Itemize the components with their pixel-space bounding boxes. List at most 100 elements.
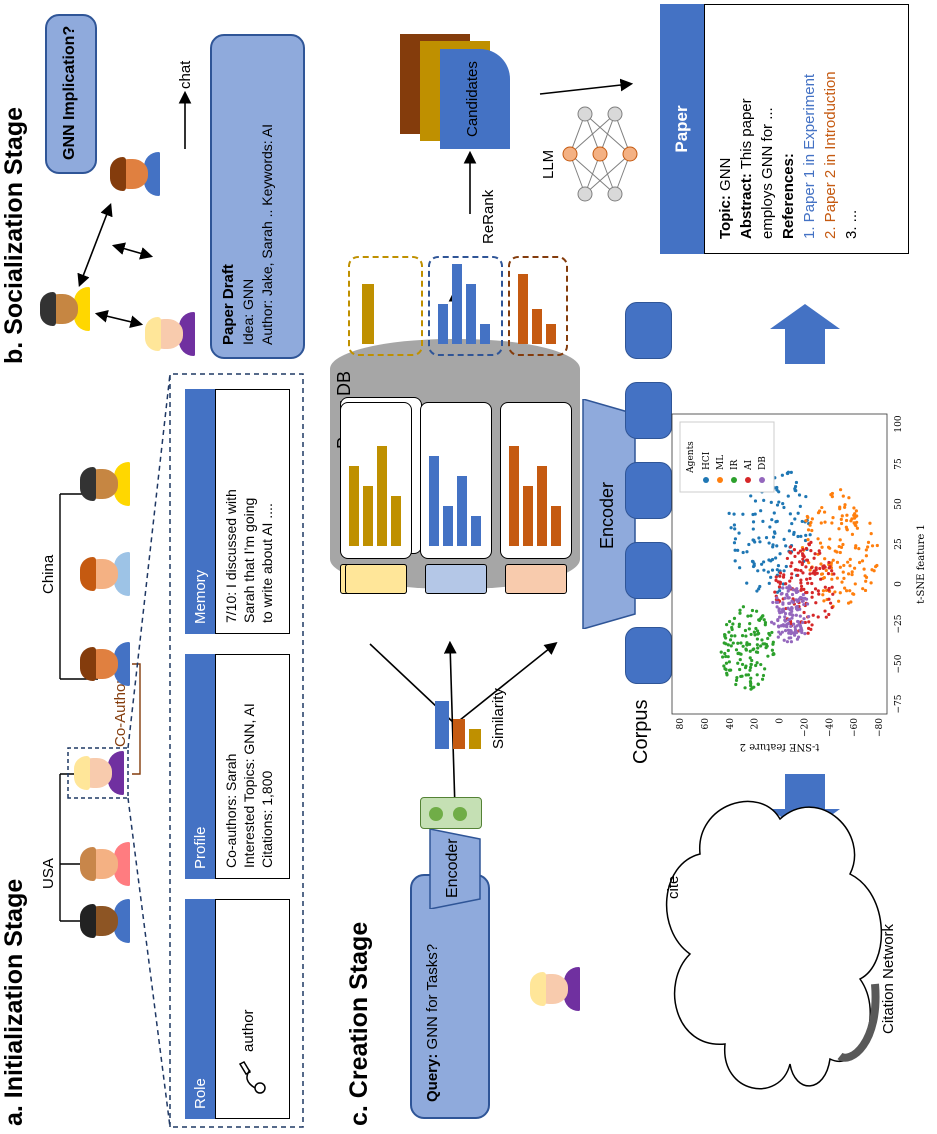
tsne-point xyxy=(734,682,738,687)
tsne-point xyxy=(802,587,806,591)
tsne-point xyxy=(771,543,775,547)
tsne-point xyxy=(772,511,776,515)
tsne-point xyxy=(761,614,765,618)
tsne-point xyxy=(772,622,776,626)
tsne-point xyxy=(806,581,810,585)
tsne-point xyxy=(783,619,787,623)
tsne-point xyxy=(844,518,849,523)
tsne-point xyxy=(733,527,737,531)
rerank-label: ReRank xyxy=(480,189,497,244)
tsne-point xyxy=(783,615,787,619)
tsne-point xyxy=(839,521,844,526)
tsne-point xyxy=(833,549,837,553)
tsne-point xyxy=(773,590,777,594)
tsne-point xyxy=(744,648,748,652)
tsne-point xyxy=(738,667,742,672)
tsne-point xyxy=(787,529,791,533)
tsne-point xyxy=(788,512,792,516)
tsne-point xyxy=(793,517,797,521)
tsne-plot: −75−50−250255075100−80−60−40−20020406080… xyxy=(671,413,927,752)
tsne-point xyxy=(843,586,847,590)
tsne-point xyxy=(755,673,759,677)
tsne-point xyxy=(751,538,755,542)
tsne-point xyxy=(853,566,857,570)
tsne-point xyxy=(781,575,786,579)
tsne-point xyxy=(781,586,785,590)
tsne-point xyxy=(852,592,856,596)
tsne-point xyxy=(789,551,793,555)
tsne-point xyxy=(744,673,748,677)
tsne-point xyxy=(798,614,802,618)
tsne-point xyxy=(775,503,780,507)
tsne-point xyxy=(802,610,806,615)
tsne-point xyxy=(741,605,745,609)
tsne-point xyxy=(766,570,770,574)
tsne-point xyxy=(816,511,821,515)
tsne-point xyxy=(771,642,775,646)
tsne-point xyxy=(741,644,745,648)
topic-label: Topic: xyxy=(717,195,734,239)
tsne-point xyxy=(778,571,783,575)
tsne-point xyxy=(762,618,766,622)
tsne-point xyxy=(749,632,753,637)
tsne-point xyxy=(749,662,753,667)
tsne-point xyxy=(728,638,733,642)
tsne-point xyxy=(780,630,784,634)
db-card-gold-bars xyxy=(340,402,412,559)
tsne-point xyxy=(808,576,812,581)
tsne-point xyxy=(814,566,818,570)
tsne-point xyxy=(808,568,812,572)
tsne-point xyxy=(850,572,854,577)
tsne-point xyxy=(790,592,795,597)
tsne-point xyxy=(775,544,779,548)
tsne-point xyxy=(758,540,762,544)
tsne-legend-marker xyxy=(731,477,737,483)
tsne-point xyxy=(800,596,804,600)
tsne-point xyxy=(751,560,755,564)
tsne-point xyxy=(820,505,824,510)
tsne-point xyxy=(769,500,773,504)
tsne-point xyxy=(745,581,749,585)
tsne-point xyxy=(831,516,835,520)
tsne-point xyxy=(786,494,790,498)
tsne-point xyxy=(724,642,728,646)
tsne-point xyxy=(748,649,752,653)
tsne-point xyxy=(784,564,788,569)
tsne-point xyxy=(749,494,753,498)
tsne-point xyxy=(790,606,794,610)
tsne-point xyxy=(796,573,800,577)
tsne-point xyxy=(732,616,737,620)
tsne-point xyxy=(770,568,775,572)
tsne-point xyxy=(793,628,798,632)
tsne-point xyxy=(782,573,786,577)
tsne-point xyxy=(751,648,755,652)
tsne-point xyxy=(732,523,737,527)
tsne-point xyxy=(800,519,804,524)
candidates-stack-front: Candidates xyxy=(440,49,510,149)
citation-cloud xyxy=(665,800,883,1090)
tsne-ytick: −20 xyxy=(800,718,810,737)
tsne-point xyxy=(790,613,794,617)
tsne-point xyxy=(767,631,771,636)
tsne-point xyxy=(729,644,733,648)
tsne-point xyxy=(775,568,779,572)
tsne-point xyxy=(816,537,820,541)
tsne-point xyxy=(824,568,828,573)
tsne-point xyxy=(821,593,825,597)
tsne-point xyxy=(828,601,833,605)
tsne-point xyxy=(719,650,723,654)
tsne-point xyxy=(761,673,766,678)
tsne-point xyxy=(755,589,759,593)
tsne-point xyxy=(751,520,756,524)
tsne-point xyxy=(872,569,876,573)
abstract-value: This paper xyxy=(738,98,755,174)
tsne-point xyxy=(789,564,793,568)
paper-ref-2: 2. Paper 2 in Introduction xyxy=(822,71,839,239)
tsne-point xyxy=(864,548,868,552)
tsne-point xyxy=(784,544,788,548)
tsne-point xyxy=(755,650,760,654)
tsne-point xyxy=(841,570,845,574)
llm-network-icon xyxy=(562,106,638,202)
tsne-point xyxy=(846,560,850,564)
tsne-point xyxy=(806,515,810,520)
